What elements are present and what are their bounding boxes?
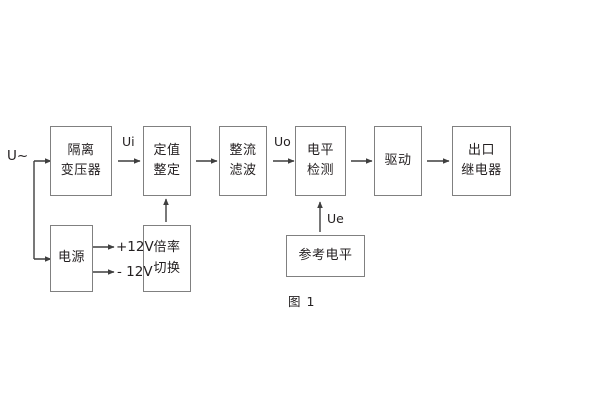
block-line: 检测 bbox=[306, 163, 334, 178]
label-ui: Ui bbox=[122, 134, 135, 149]
label-input-voltage: U~ bbox=[7, 148, 29, 164]
block-isolation-transformer[interactable]: 隔离 变压器 bbox=[50, 126, 112, 196]
block-power-supply[interactable]: 电源 bbox=[50, 225, 93, 292]
block-drive[interactable]: 驱动 bbox=[374, 126, 422, 196]
block-line: 倍率 bbox=[153, 240, 181, 256]
block-line: 电源 bbox=[57, 250, 85, 266]
label-ue: Ue bbox=[327, 211, 344, 226]
block-line: 整定 bbox=[153, 163, 181, 178]
block-reference-level[interactable]: 参考电平 bbox=[286, 235, 365, 277]
block-line: 驱动 bbox=[384, 152, 412, 168]
block-line: 出口 bbox=[467, 142, 495, 158]
label-neg-12v: - 12V bbox=[117, 264, 153, 280]
block-output-relay[interactable]: 出口 继电器 bbox=[452, 126, 511, 196]
block-rectify-filter[interactable]: 整流 滤波 bbox=[219, 126, 267, 196]
block-line: 切换 bbox=[153, 260, 181, 276]
block-line: 继电器 bbox=[461, 163, 502, 178]
block-line: 整流 bbox=[229, 142, 257, 158]
block-line: 参考电平 bbox=[298, 247, 353, 263]
label-uo: Uo bbox=[274, 134, 291, 149]
block-line: 定值 bbox=[153, 142, 181, 158]
block-line: 变压器 bbox=[60, 163, 102, 178]
block-setting-value[interactable]: 定值 整定 bbox=[143, 126, 191, 196]
block-line: 滤波 bbox=[229, 163, 257, 178]
figure-caption: 图 1 bbox=[288, 294, 316, 309]
block-level-detect[interactable]: 电平 检测 bbox=[295, 126, 346, 196]
block-line: 电平 bbox=[306, 142, 334, 158]
block-multiplier-switch[interactable]: 倍率 切换 bbox=[143, 225, 191, 292]
block-line: 隔离 bbox=[67, 142, 95, 158]
label-pos-12v: +12V bbox=[116, 239, 154, 255]
